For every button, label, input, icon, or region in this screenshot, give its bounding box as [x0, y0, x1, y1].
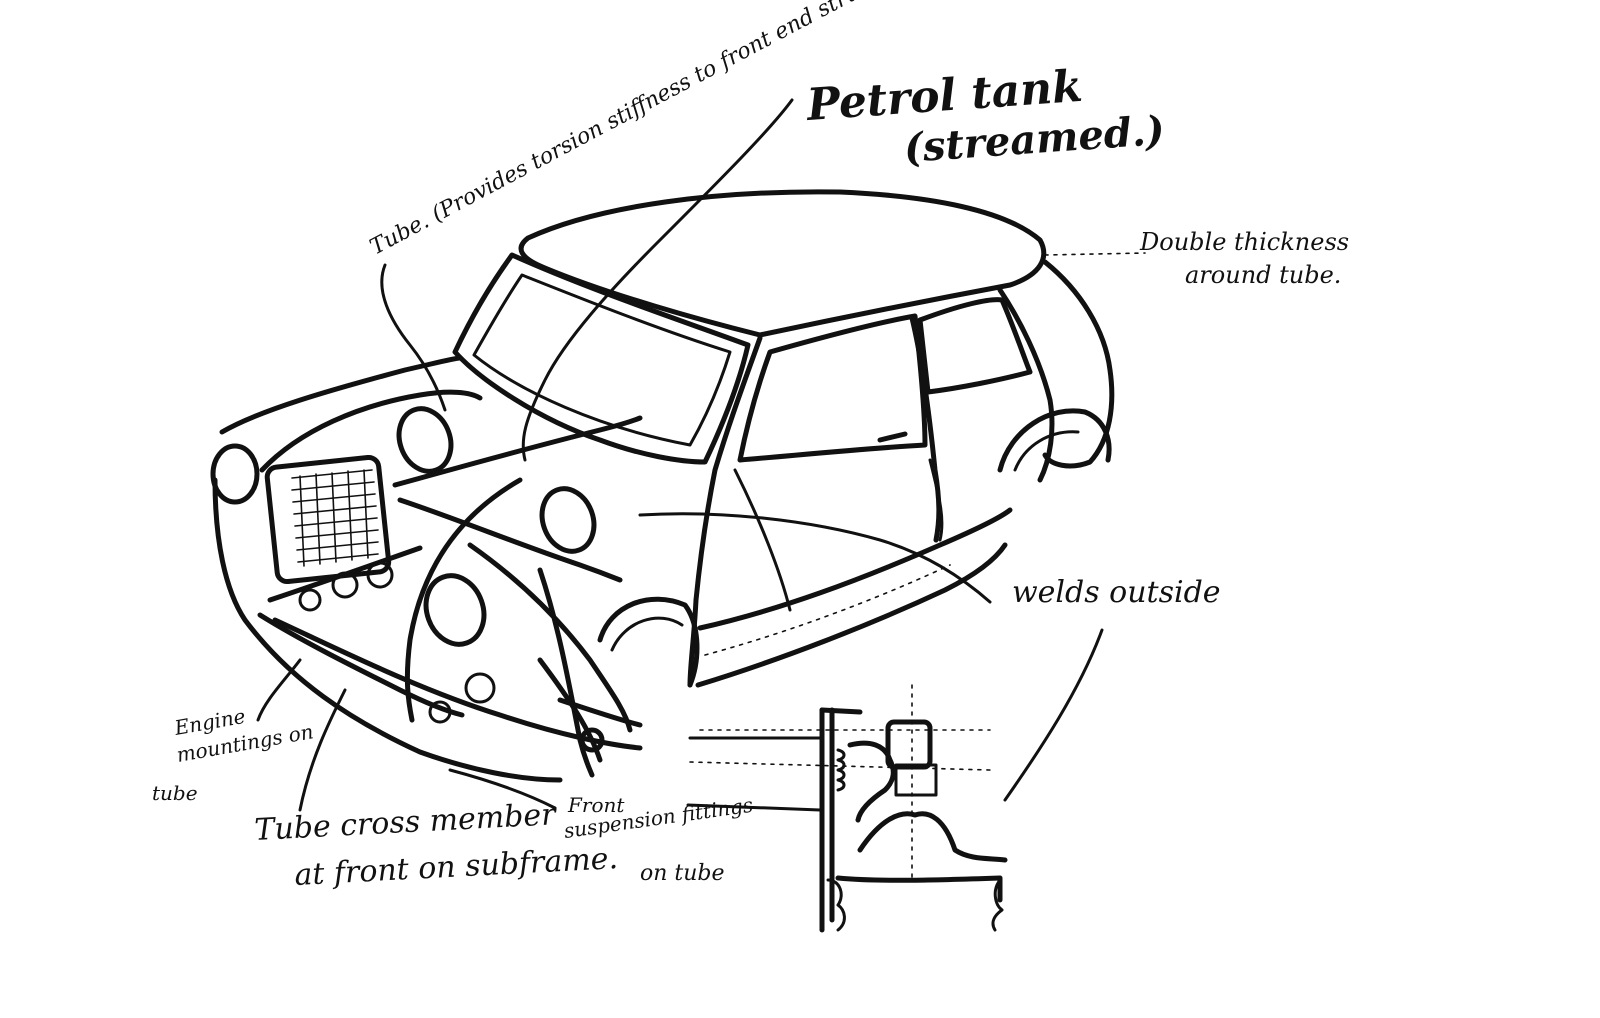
torsion-tube [392, 415, 643, 488]
torsion-tube-lower [397, 497, 623, 583]
leader-lines [256, 98, 1146, 812]
b-pillar [909, 315, 942, 543]
section-bracket [847, 740, 896, 823]
section-right-hook [991, 878, 1004, 932]
leader-welds-detail [1003, 628, 1104, 802]
door-handle [877, 431, 908, 443]
leader-welds-outside [638, 512, 992, 604]
note-double-thickness-1: Double thickness [1139, 228, 1349, 256]
car-body-shell [210, 189, 1115, 783]
grille-mesh [291, 469, 379, 567]
turret-lower [423, 573, 487, 647]
windscreen-inner [472, 273, 732, 447]
section-coil [836, 748, 846, 792]
annotations: Tube. (Provides torsion stiffness to fro… [152, 0, 1349, 893]
leader-tube-cross [298, 688, 347, 812]
bulkhead-hole-2 [366, 561, 394, 589]
subframe-arm [537, 567, 595, 778]
turret-right [539, 486, 597, 554]
sill-upper [697, 507, 1013, 631]
note-engine-mounting-3: tube [152, 781, 198, 805]
rear-wheel-arch [997, 408, 1112, 473]
rear-wheel-arch-inner [1013, 430, 1080, 472]
sill-lower [695, 542, 1008, 688]
leader-tube-top [380, 263, 447, 412]
note-welds-outside: welds outside [1012, 575, 1221, 610]
front-wing [219, 355, 463, 435]
note-tube-cross-1: Tube cross member [254, 797, 558, 848]
rear-body [1042, 259, 1115, 469]
leader-double-thickness [1044, 252, 1146, 256]
diagonal-tube [467, 542, 633, 733]
subframe-hole-1 [464, 672, 496, 704]
front-wheel-arch [597, 596, 700, 688]
suspension-mount [579, 727, 605, 753]
section-dome [857, 811, 1008, 863]
leader-petrol-tank [521, 98, 794, 462]
windscreen-outline [452, 252, 751, 465]
front-cross-tube [257, 612, 465, 718]
note-tube-cross-2: at front on subframe. [294, 841, 619, 893]
sill-section-detail [686, 684, 1008, 933]
section-base [835, 875, 1003, 903]
front-wheel-arch-inner [610, 616, 684, 652]
section-centerline-h [689, 729, 991, 771]
front-wing-lower [212, 477, 563, 783]
roof-outline [518, 189, 1047, 338]
headlamp [210, 443, 260, 505]
section-leader-2 [686, 803, 822, 812]
a-pillar [687, 335, 763, 688]
note-front-suspension-3: on tube [640, 861, 725, 886]
rear-side-window [917, 297, 1033, 395]
leader-engine-mounting [256, 658, 302, 722]
section-vertical-panel [819, 707, 835, 933]
door-window [737, 313, 928, 463]
leader-front-suspension [448, 768, 557, 810]
bulkhead-hole-1 [331, 571, 359, 599]
bulkhead-hole-3 [298, 588, 322, 612]
section-top-flange [819, 707, 863, 715]
section-fitting-mid [894, 763, 938, 797]
engine-bay-edge [259, 389, 483, 473]
turret-left [396, 406, 454, 474]
note-front-suspension-1: Front [567, 793, 625, 817]
door-line [733, 458, 944, 612]
note-tube-top: Tube. (Provides torsion stiffness to fro… [366, 0, 930, 260]
section-hook [826, 878, 846, 932]
section-fitting-top [885, 719, 933, 770]
note-double-thickness-2: around tube. [1185, 261, 1341, 289]
